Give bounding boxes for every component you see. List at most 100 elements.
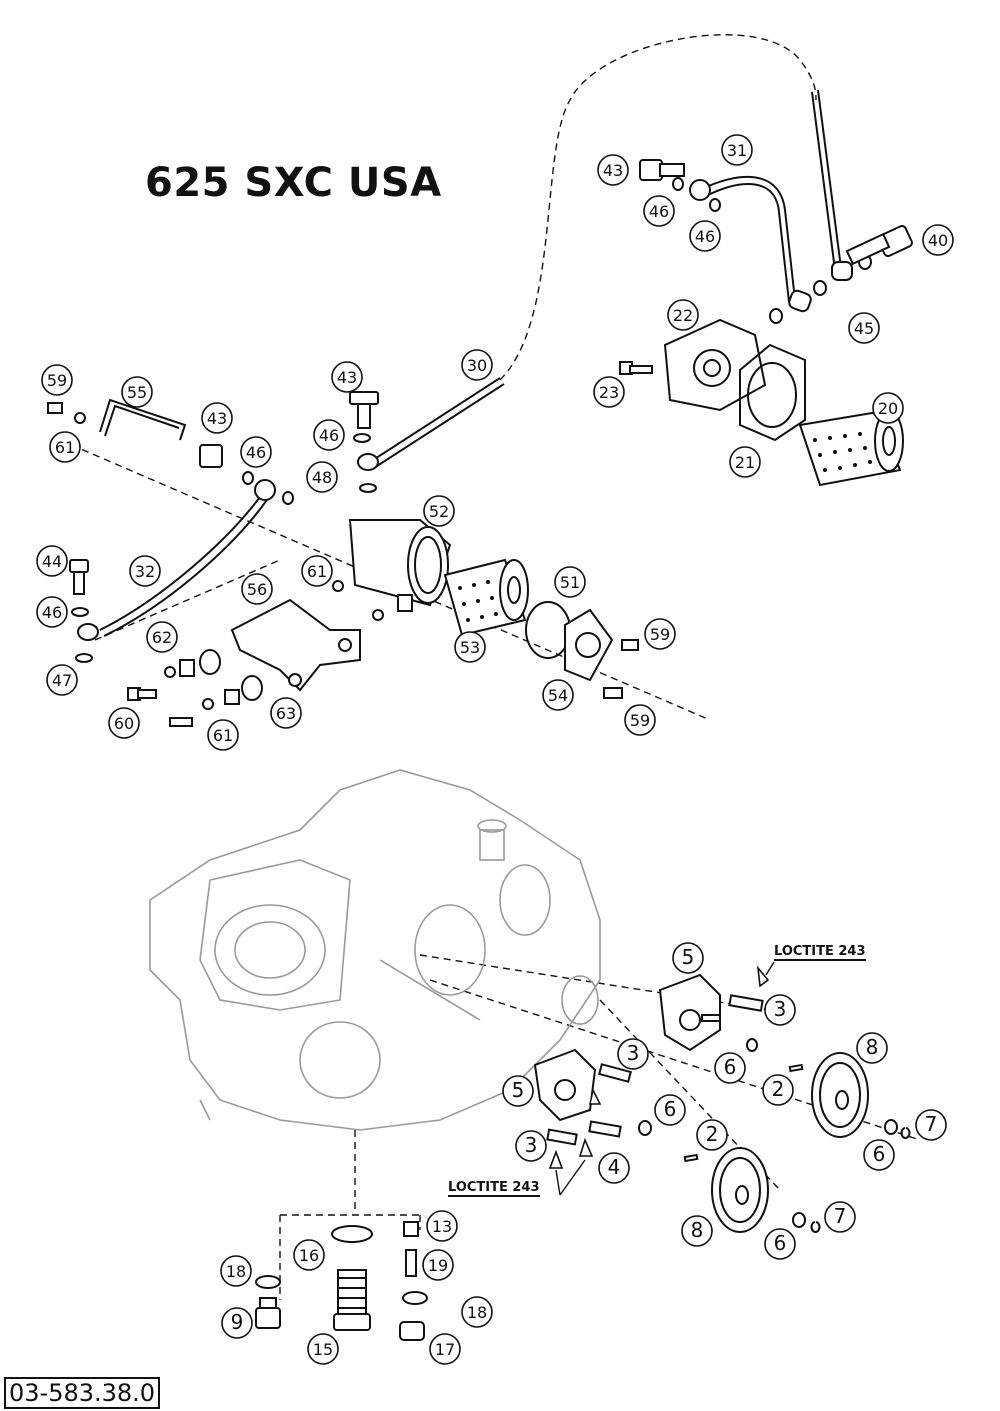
balloon-circle — [307, 1333, 339, 1365]
filter-element-53 — [443, 558, 529, 637]
pump-screws-3-4 — [546, 994, 764, 1146]
balloon-circle — [313, 419, 345, 451]
filter-cover-22 — [663, 318, 767, 412]
part-balloon-p3a: 3 — [764, 994, 796, 1026]
part-balloon-p18b: 18 — [461, 1296, 493, 1328]
part-balloon-p6d: 6 — [764, 1228, 796, 1260]
part-number-label: 61 — [307, 562, 327, 581]
loctite-callout-lower: LOCTITE 243 — [448, 1180, 540, 1197]
balloon-circle — [49, 431, 81, 463]
loctite-drops — [548, 965, 770, 1169]
part-balloon-p6b: 6 — [654, 1094, 686, 1126]
part-balloon-p8a: 8 — [856, 1032, 888, 1064]
part-balloon-p6a: 6 — [714, 1052, 746, 1084]
balloon-circle — [146, 621, 178, 653]
part-balloon-p61a: 61 — [49, 431, 81, 463]
part-number-label: 32 — [135, 562, 155, 581]
balloon-circle — [241, 573, 273, 605]
part-number-label: 46 — [42, 603, 62, 622]
part-balloon-p46e: 46 — [36, 596, 68, 628]
filter-housing-52 — [348, 519, 452, 612]
part-balloon-p53: 53 — [454, 631, 486, 663]
balloon-circle — [554, 566, 586, 598]
callout-leaders — [555, 961, 775, 1196]
pump-washers-6-7 — [638, 1038, 911, 1233]
part-number-label: 17 — [435, 1340, 455, 1359]
part-number-label: 23 — [599, 383, 619, 402]
balloon-circle — [714, 1052, 746, 1084]
part-balloon-p55: 55 — [121, 376, 153, 408]
balloon-circle — [129, 555, 161, 587]
model-title: 625 SXC USA — [145, 160, 442, 206]
part-balloon-p46c: 46 — [313, 419, 345, 451]
part-balloon-p61b: 61 — [301, 555, 333, 587]
part-number-label: 43 — [207, 409, 227, 428]
part-balloon-p21: 21 — [729, 446, 761, 478]
balloon-circle — [201, 402, 233, 434]
balloon-circle — [36, 596, 68, 628]
balloon-circle — [221, 1307, 253, 1339]
part-balloon-p4: 4 — [598, 1152, 630, 1184]
part-number-label: 55 — [127, 383, 147, 402]
balloon-circle — [848, 312, 880, 344]
balloon-circle — [856, 1032, 888, 1064]
part-balloon-p5a: 5 — [672, 942, 704, 974]
part-balloon-p51: 51 — [554, 566, 586, 598]
pump-gear-8-upper — [811, 1052, 869, 1138]
part-number-label: 46 — [695, 227, 715, 246]
part-number-label: 6 — [724, 1055, 737, 1079]
bracket-56 — [230, 598, 361, 692]
balloon-circle — [597, 154, 629, 186]
part-number-label: 3 — [525, 1133, 538, 1157]
balloon-circle — [426, 1210, 458, 1242]
balloon-circle — [617, 1038, 649, 1070]
balloon-circle — [429, 1333, 461, 1365]
bushings-62-63 — [164, 580, 384, 710]
balloon-circle — [331, 361, 363, 393]
part-balloon-p3c: 3 — [515, 1130, 547, 1162]
part-balloon-p46b: 46 — [689, 220, 721, 252]
gasket-21 — [739, 343, 806, 442]
part-balloon-p19: 19 — [422, 1249, 454, 1281]
part-number-label: 18 — [226, 1262, 246, 1281]
balloon-circle — [598, 1152, 630, 1184]
balloon-circle — [293, 1239, 325, 1271]
screw-23 — [619, 361, 653, 375]
balloon-circle — [41, 364, 73, 396]
part-balloon-p59c: 59 — [624, 704, 656, 736]
part-number-label: 47 — [52, 671, 72, 690]
part-number-label: 20 — [878, 399, 898, 418]
balloon-circle — [872, 392, 904, 424]
balloon-circle — [721, 134, 753, 166]
part-number-label: 19 — [428, 1256, 448, 1275]
part-balloon-p7a: 7 — [915, 1109, 947, 1141]
part-balloon-p3b: 3 — [617, 1038, 649, 1070]
part-number-label: 2 — [772, 1077, 785, 1101]
part-number-label: 3 — [627, 1041, 640, 1065]
crankcase — [149, 769, 601, 1131]
balloon-circle — [764, 994, 796, 1026]
part-balloon-p7b: 7 — [824, 1201, 856, 1233]
part-balloon-p18a: 18 — [220, 1255, 252, 1287]
part-balloon-p20: 20 — [872, 392, 904, 424]
balloon-circle — [301, 555, 333, 587]
part-balloon-p62: 62 — [146, 621, 178, 653]
part-balloon-p47: 47 — [46, 664, 78, 696]
balloon-circle — [423, 495, 455, 527]
part-number-label: 22 — [673, 306, 693, 325]
balloon-circle — [689, 220, 721, 252]
banjo-fittings — [69, 159, 913, 663]
oil-line-32 — [99, 489, 272, 637]
balloon-circle — [915, 1109, 947, 1141]
part-number-label: 8 — [691, 1218, 704, 1242]
balloon-circle — [729, 446, 761, 478]
balloon-circle — [644, 618, 676, 650]
balloon-circle — [762, 1074, 794, 1106]
screws-59 — [47, 402, 639, 727]
part-balloon-p31: 31 — [721, 134, 753, 166]
part-balloon-p9: 9 — [221, 1307, 253, 1339]
reference-code: 03-583.38.0 — [4, 1377, 161, 1409]
part-number-label: 51 — [560, 573, 580, 592]
